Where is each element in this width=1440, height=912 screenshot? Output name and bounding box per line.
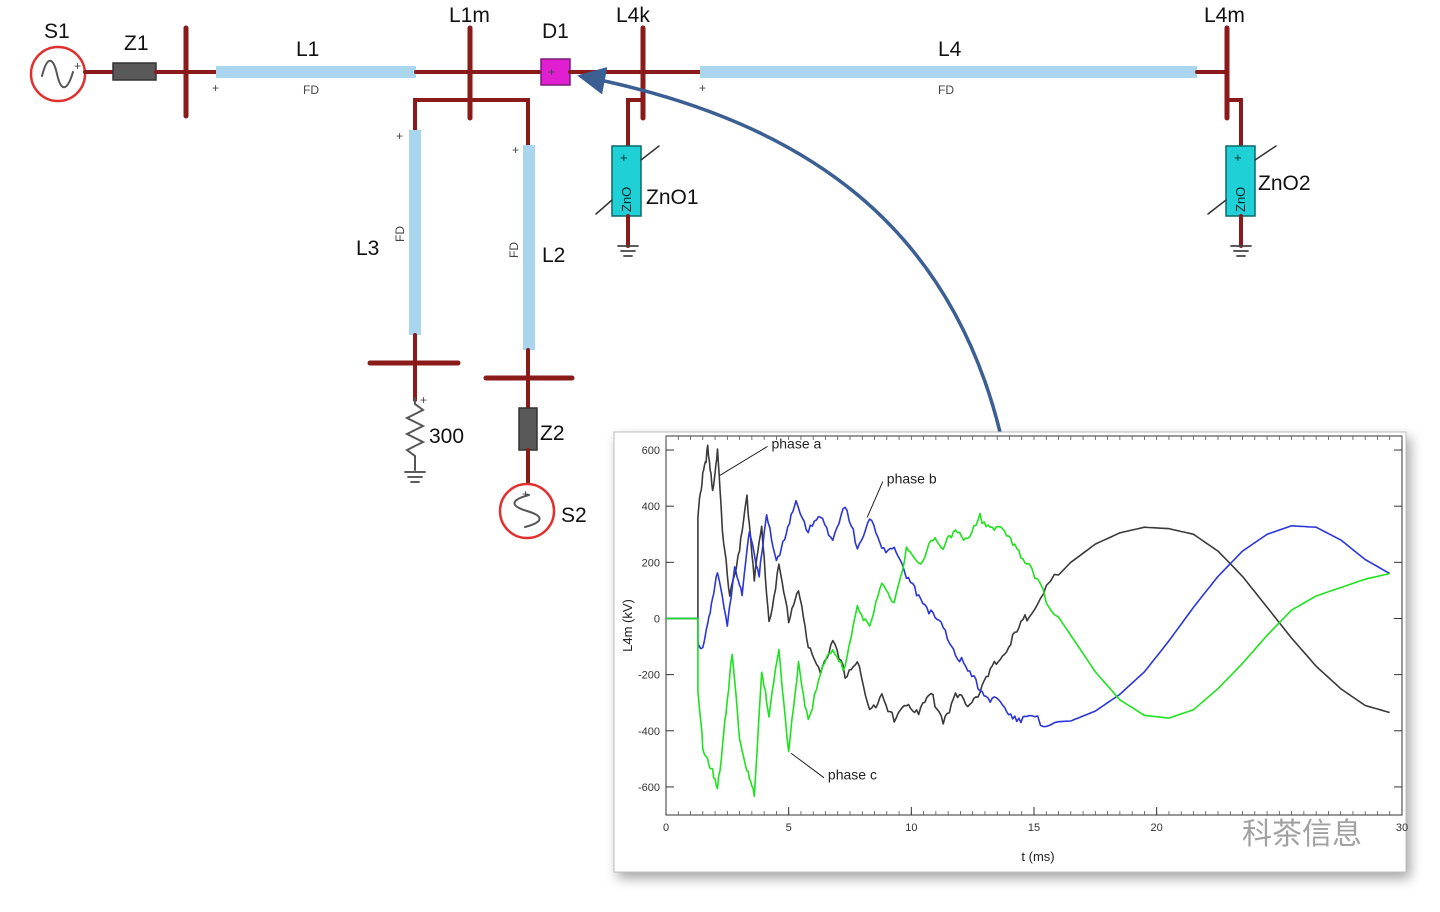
annotation-pointer (790, 752, 825, 779)
d1-plus: + (548, 65, 555, 79)
l1-plus: + (212, 81, 219, 95)
plot-panel-frame (613, 431, 1407, 873)
label-s1: S1 (44, 20, 70, 43)
label-l4: L4 (938, 38, 962, 61)
y-tick-label: -600 (638, 782, 660, 794)
l3-fd: FD (393, 226, 407, 242)
zno1-plus: + (620, 150, 628, 165)
s1-plus: + (74, 59, 81, 73)
annotation-pointer (866, 481, 884, 518)
label-d1: D1 (542, 20, 569, 43)
arrester-zno2: + ZnO (1207, 145, 1277, 257)
l4-fd: FD (938, 83, 954, 97)
label-s2: S2 (561, 504, 587, 527)
l1-fd: FD (303, 83, 319, 97)
label-zno1: ZnO1 (646, 186, 699, 209)
label-300: 300 (429, 425, 464, 448)
x-tick-label: 10 (905, 822, 917, 834)
line-l1 (216, 66, 416, 78)
label-z2: Z2 (540, 422, 565, 445)
x-tick-label: 5 (786, 822, 792, 834)
label-l1: L1 (296, 38, 319, 61)
line-l4 (700, 66, 1197, 78)
impedance-z2 (518, 407, 538, 451)
probe-d1 (540, 58, 571, 86)
plot-area: 0 5 10 15 20 30 600 400 200 0 -200 -400 -600 t (ms) L4… (620, 435, 1408, 864)
y-axis-label: L4m (kV) (620, 599, 635, 652)
plot-panel: 0 5 10 15 20 30 600 400 200 0 -200 -400 -600 t (ms) L4… (613, 431, 1408, 873)
l3-plus: + (396, 129, 403, 143)
label-l3: L3 (356, 237, 379, 260)
annotation-pointer (719, 445, 768, 476)
zno1-body-text: ZnO (619, 187, 634, 212)
line-l3 (409, 130, 421, 335)
arrester-zno1: + ZnO (595, 145, 660, 257)
y-tick-label: -400 (638, 726, 660, 738)
r300-plus: + (420, 393, 427, 407)
series-phase-c-line (666, 512, 1390, 798)
label-l1m: L1m (449, 4, 490, 27)
line-l2 (523, 145, 535, 350)
zno2-body-text: ZnO (1233, 187, 1248, 212)
x-tick-label: 0 (663, 822, 669, 834)
impedance-z1 (112, 62, 157, 81)
label-l4m: L4m (1204, 4, 1245, 27)
label-l4k: L4k (616, 4, 650, 27)
series-phase-b-line (666, 499, 1391, 728)
x-axis-label: t (ms) (1021, 849, 1054, 864)
y-tick-label: -200 (638, 670, 660, 682)
x-tick-label: 20 (1151, 822, 1163, 834)
l4-plus: + (699, 81, 706, 95)
label-zno2: ZnO2 (1258, 172, 1311, 195)
s2-plus: + (522, 487, 529, 501)
x-tick-label: 15 (1028, 822, 1040, 834)
y-tick-label: 600 (642, 445, 660, 457)
zno2-plus: + (1234, 150, 1242, 165)
y-tick-label: 0 (654, 613, 660, 625)
circuit-diagram: + S1 Z1 L1 FD + L1m + D1 L4k + ZnO (29, 4, 1311, 540)
annotation-label: phase c (828, 767, 877, 783)
source-s1: + (29, 45, 87, 103)
callout-arrow (577, 66, 1002, 433)
watermark: 科茶信息 (1242, 817, 1362, 852)
l2-fd: FD (507, 242, 521, 258)
y-tick-label: 200 (642, 557, 660, 569)
label-z1: Z1 (124, 32, 149, 55)
annotation-label: phase a (771, 435, 821, 451)
l2-plus: + (512, 143, 519, 157)
x-tick-label: 30 (1396, 822, 1408, 834)
resistor-300: + (404, 393, 427, 483)
label-l2: L2 (542, 244, 565, 267)
y-tick-label: 400 (642, 501, 660, 513)
annotation-label: phase b (887, 471, 937, 487)
source-s2: + (498, 482, 556, 540)
